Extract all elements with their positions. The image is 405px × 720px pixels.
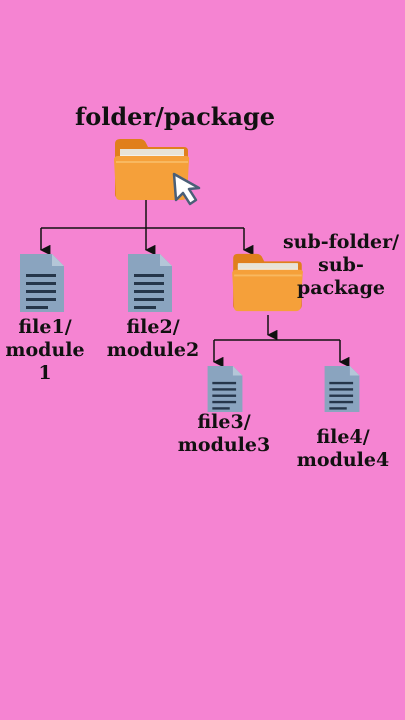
document-icon: [324, 366, 360, 412]
folder-icon: [114, 139, 190, 200]
document-icon: [128, 254, 172, 312]
folder-icon: [232, 253, 303, 312]
file2-label: file2/ module2: [106, 316, 200, 361]
root-label: folder/package: [74, 102, 276, 131]
file4-label: file4/ module4: [296, 426, 390, 471]
subfolder-label: sub-folder/ sub- package: [282, 231, 400, 299]
cursor-arrow-icon: [172, 172, 201, 206]
file3-label: file3/ module3: [177, 411, 271, 456]
document-icon: [20, 254, 64, 312]
file1-label: file1/ module 1: [5, 316, 85, 384]
document-icon: [207, 366, 243, 412]
